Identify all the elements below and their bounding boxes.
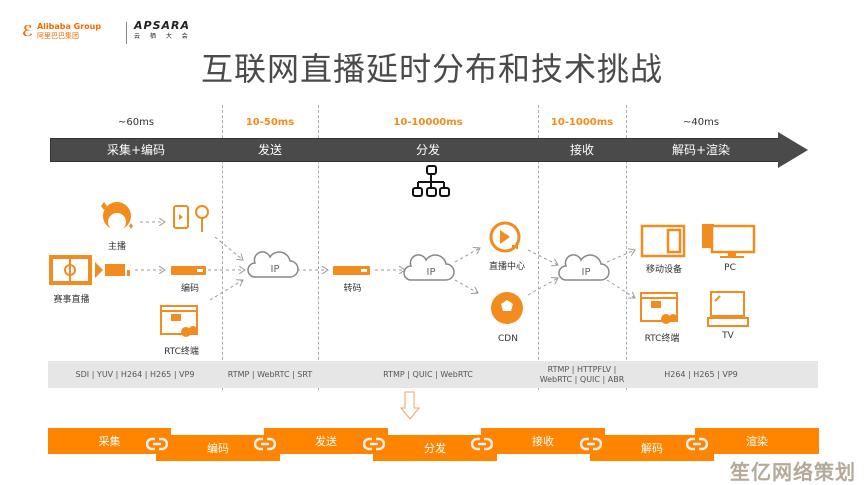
latency-receive: 10-1000ms (550, 117, 614, 128)
pc-label: PC (724, 263, 736, 273)
protocol-receive-line2: WebRTC | QUIC | ABR (539, 374, 625, 384)
anchor-label: 主播 (107, 242, 126, 252)
live-center-icon (489, 221, 521, 253)
rtc-terminal-icon (640, 292, 678, 324)
protocol-capture: SDI | YUV | H264 | H265 | VP9 (75, 369, 195, 379)
stage-capture-encode: 采集+编码 (106, 143, 166, 157)
page-title: 互联网直播延时分布和技术挑战 (200, 50, 663, 88)
logo-divider (126, 22, 127, 44)
phone-mic-icon (173, 205, 209, 232)
transcode-label: 转码 (343, 284, 362, 294)
stage-band-arrowhead (778, 132, 808, 168)
alibaba-logo: ℰ Alibaba Group 阿里巴巴集团 (22, 22, 101, 40)
down-arrow-icon (399, 391, 421, 420)
watermark: 笙亿网络策划 (730, 460, 856, 484)
alibaba-logo-en: Alibaba Group (36, 21, 102, 31)
stage-distribute: 分发 (415, 143, 440, 157)
alibaba-mark-icon: ℰ (22, 22, 33, 40)
cloud-icon (247, 251, 299, 278)
stage-divider (222, 105, 223, 390)
encoder-icon (171, 266, 206, 275)
stage-divider (626, 105, 627, 390)
cloud-icon (558, 254, 610, 281)
rtc-terminal-icon (160, 305, 198, 337)
cdn-icon (491, 292, 523, 324)
latency-capture: ~60ms (117, 117, 155, 128)
link-icon (471, 437, 493, 451)
rtc-terminal-dst-label: RTC终端 (644, 334, 680, 344)
tv-icon (707, 291, 749, 327)
pc-icon (702, 224, 756, 258)
apsara-logo-en: APSARA (134, 19, 190, 32)
tv-label: TV (722, 331, 734, 341)
stage-receive: 接收 (569, 143, 594, 157)
ip-recv-label: IP (581, 267, 591, 278)
stage-send: 发送 (257, 143, 282, 157)
sports-live-label: 赛事直播 (53, 295, 90, 305)
protocol-receive-line1: RTMP | HTTPFLV | (547, 364, 617, 374)
latency-distribute: 10-10000ms (393, 117, 463, 128)
apsara-logo-cn: 云 栖 大 会 (134, 33, 192, 40)
stage-band (50, 138, 780, 162)
ip-send-label: IP (270, 264, 280, 275)
encoder-label: 编码 (180, 284, 199, 294)
link-icon (580, 437, 602, 451)
latency-decode: ~40ms (682, 117, 720, 128)
latency-send: 10-50ms (245, 117, 295, 128)
stage-divider (538, 105, 539, 390)
protocol-decode: H264 | H265 | VP9 (664, 369, 738, 379)
anchor-icon (101, 202, 133, 231)
stage-decode-render: 解码+渲染 (671, 143, 731, 157)
link-icon (363, 437, 385, 451)
mobile-label: 移动设备 (645, 265, 682, 275)
live-center-label: 直播中心 (488, 262, 525, 272)
protocol-send: RTMP | WebRTC | SRT (227, 369, 313, 379)
link-icon (254, 437, 276, 451)
ip-dist-label: IP (426, 267, 436, 278)
protocol-receive: RTMP | HTTPFLV | WebRTC | QUIC | ABR (538, 361, 626, 388)
cloud-icon (403, 254, 455, 281)
stage-divider (318, 105, 319, 390)
protocol-band (48, 361, 818, 388)
link-icon (146, 437, 168, 451)
transcode-icon (333, 266, 370, 275)
link-icon (686, 437, 708, 451)
hierarchy-icon (412, 165, 450, 197)
alibaba-logo-cn: 阿里巴巴集团 (36, 31, 79, 40)
cdn-label: CDN (498, 334, 518, 344)
sports-field-icon (49, 255, 130, 285)
apsara-logo: APSARA 云 栖 大 会 (134, 20, 192, 40)
protocol-distribute: RTMP | QUIC | WebRTC (383, 369, 473, 379)
chain-render: 渲染 (695, 428, 819, 454)
mobile-device-icon (640, 224, 686, 258)
rtc-terminal-src-label: RTC终端 (164, 347, 199, 357)
